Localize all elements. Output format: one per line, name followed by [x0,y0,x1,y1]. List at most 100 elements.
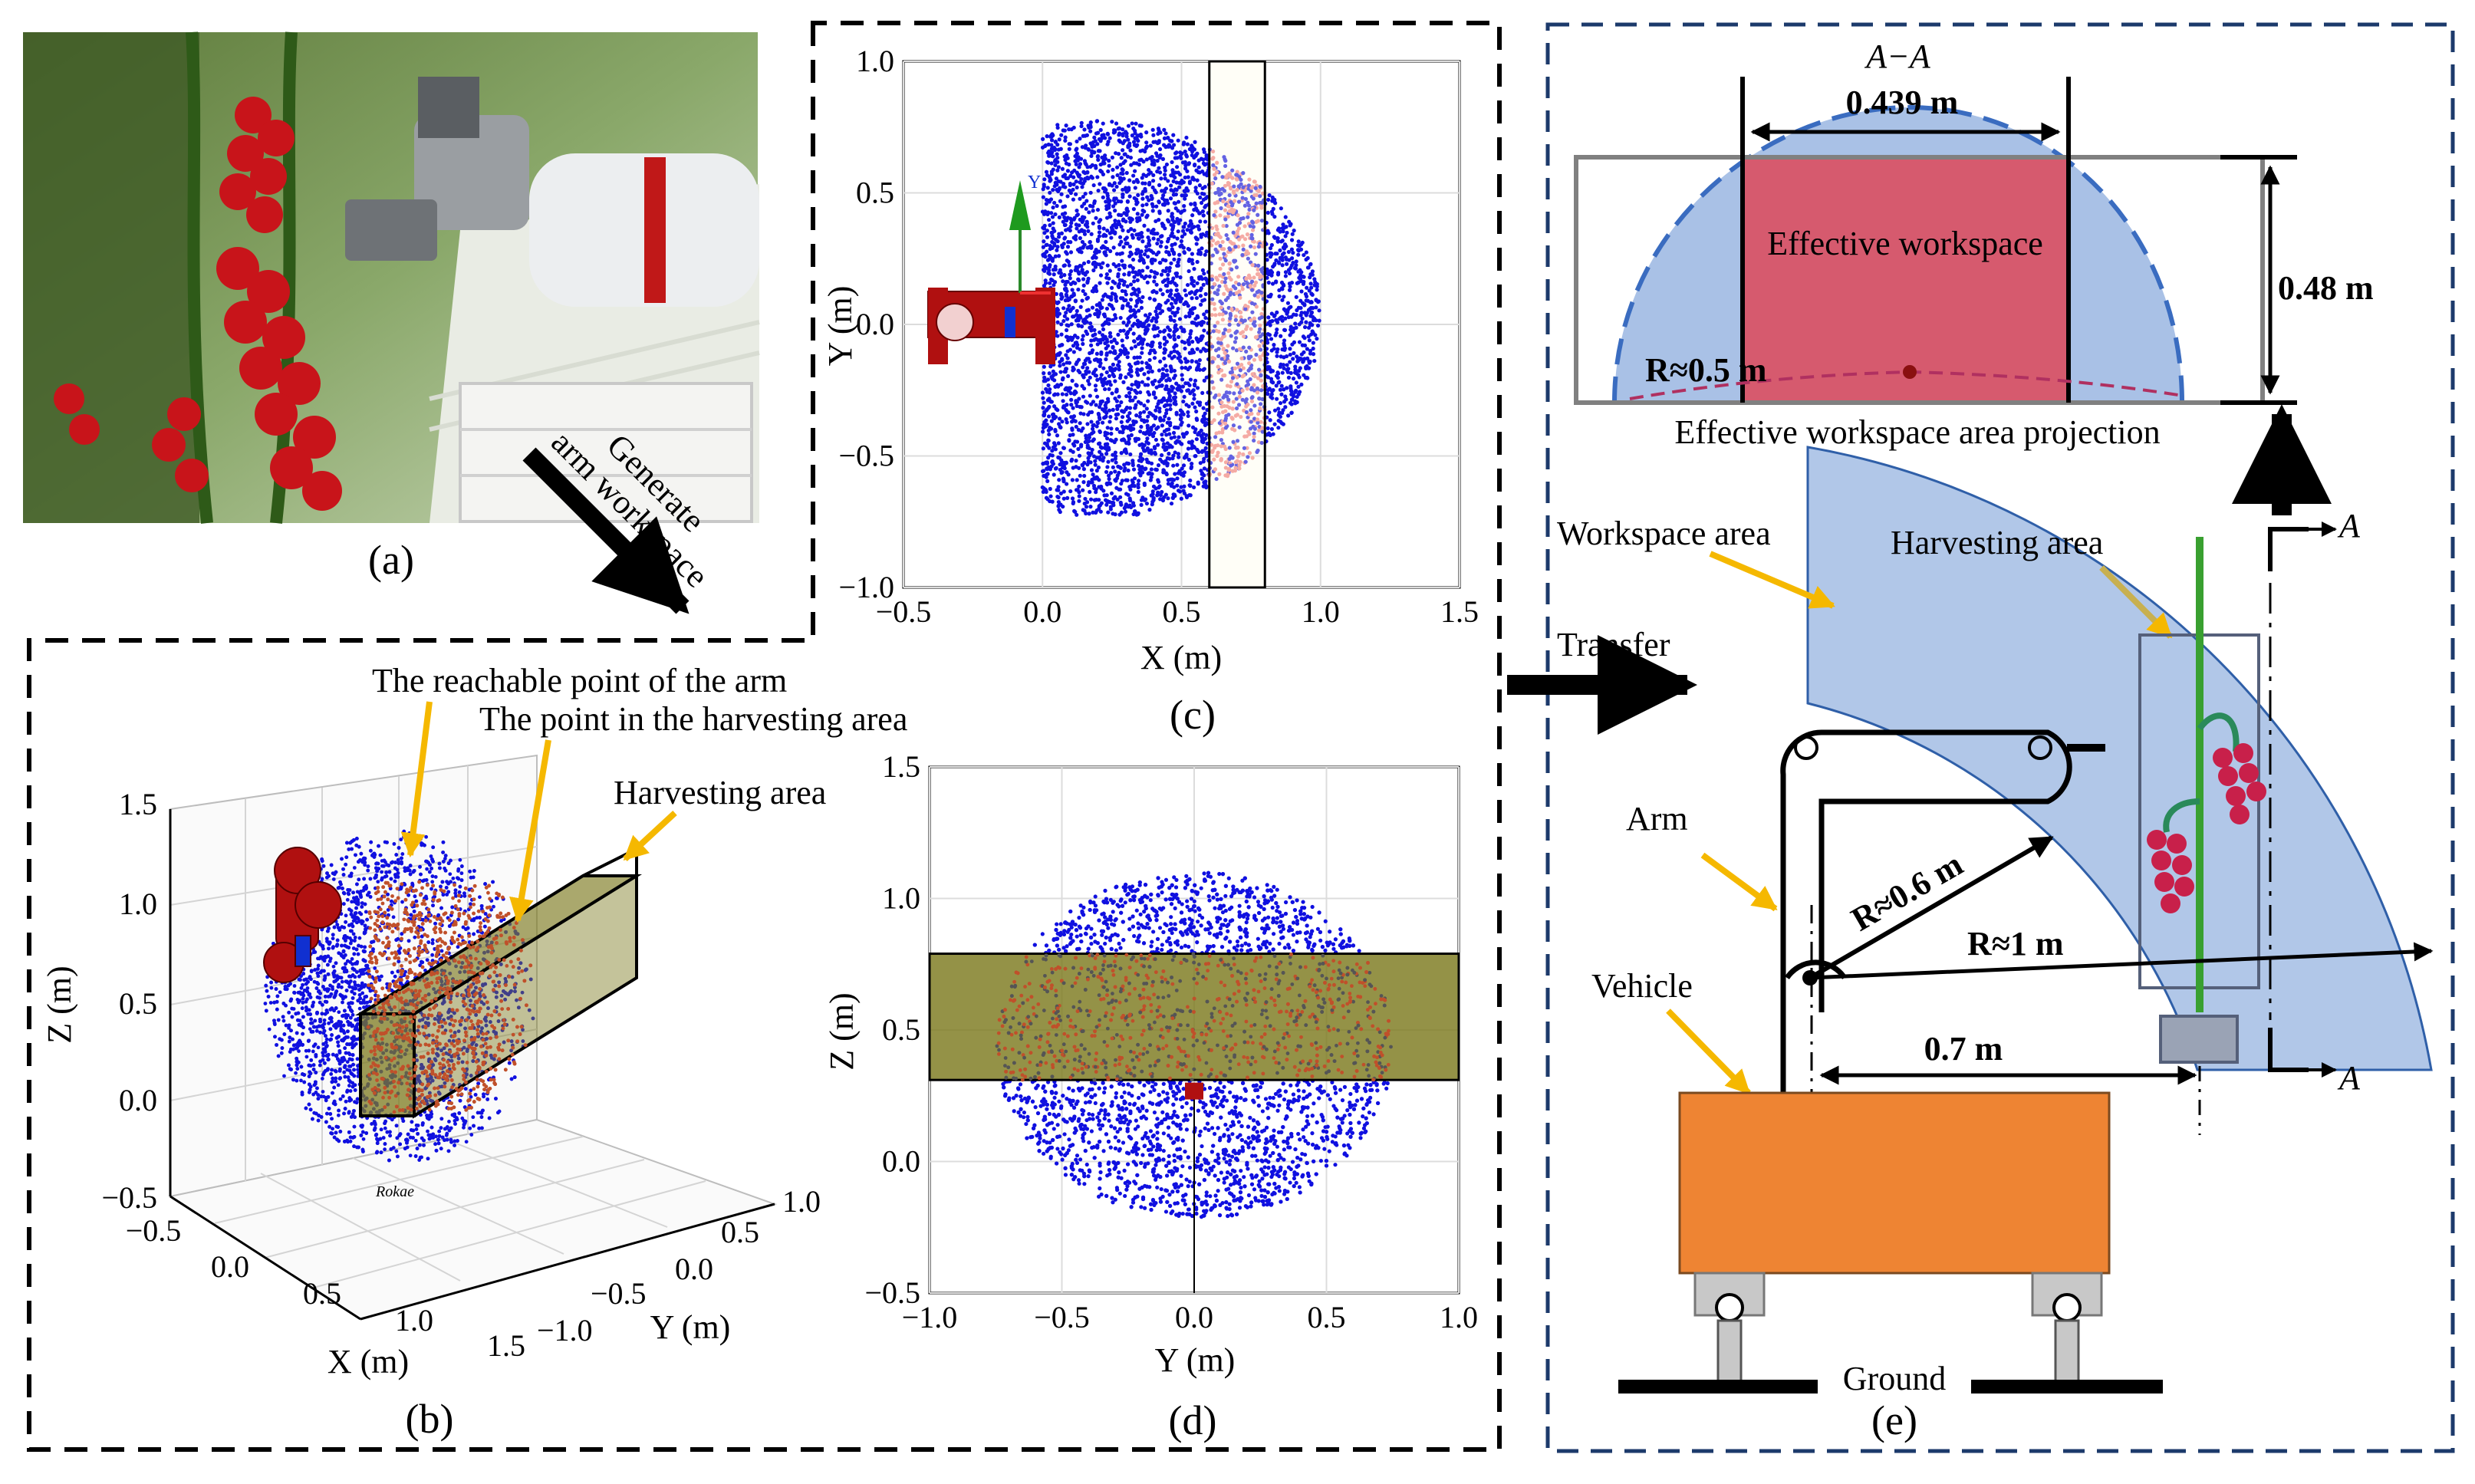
plot-c-point [1158,303,1163,308]
plot-c-point [1107,268,1112,273]
plot-c-point [1189,465,1194,469]
plot-c-point [1041,446,1045,451]
plot-c-point [1153,232,1157,236]
plot-c-point [1184,403,1189,407]
plot-c-point [1265,392,1270,397]
plot-c-point [1088,240,1092,245]
plot-c-point [1202,298,1207,302]
plot-c-point [1068,309,1072,314]
plot-c-point [1180,373,1184,377]
plot-c-point [1132,275,1137,279]
plot-c-point [1282,294,1286,299]
plot-c-point [1058,199,1063,203]
plot-c-point [1067,304,1071,308]
plot-c-point [1288,360,1292,364]
plot-c-point [1145,265,1150,270]
plot-c-point [1137,355,1142,360]
plot-c-point [1188,478,1193,483]
plot-c-point [1289,324,1293,329]
plot-c-y-tick: 0.0 [856,307,894,341]
plot-c-point [1044,495,1049,500]
plot-c-point [1173,206,1178,211]
plot-c-point [1111,188,1117,192]
plot-c-point [1138,429,1143,434]
plot-c-point [1065,360,1069,365]
plot-c-point [1182,394,1186,399]
plot-c-point [1308,281,1313,286]
plot-c-point [1053,140,1058,144]
plot-c-point [1111,373,1117,379]
plot-c-point [1098,330,1102,334]
plot-c-point [1071,314,1075,319]
plot-c-point [1059,192,1064,196]
plot-c-point [1304,313,1308,318]
plot-c-point [1075,268,1079,272]
plot-c-point [1055,168,1060,173]
plot-c-point [1088,393,1092,398]
plot-c-point [1068,183,1072,187]
generate-arrow [522,447,690,614]
plot-c-point [1093,462,1098,467]
plot-c-point [1094,351,1099,356]
plot-c-point [1106,169,1111,174]
plot-c-point [1092,327,1097,332]
plot-c-point [1076,287,1081,292]
plot-c-point [1124,335,1130,340]
plot-c-point [1068,489,1073,494]
plot-c-point [1085,165,1090,169]
plot-c-point [1139,424,1144,429]
plot-c-point [1085,445,1090,450]
plot-c-point [1171,463,1176,468]
plot-c-point [1265,387,1271,393]
plot-c-point [1154,408,1158,413]
plot-c-point [1117,133,1121,137]
plot-c-point [1301,359,1305,364]
plot-c-point [1053,212,1058,217]
plot-c-point [1281,229,1285,234]
plot-c-point [1058,370,1063,374]
plot-c-point [1109,235,1114,240]
plot-c-point [1053,415,1058,420]
plot-c-point [1061,174,1065,179]
plot-c-point [1280,239,1285,243]
plot-c-point [1287,288,1292,292]
plot-c-point [1265,210,1270,215]
plot-c-point [1177,435,1181,439]
plot-c-point [1133,128,1137,133]
plot-c-point [1057,508,1061,512]
plot-c-point [1114,413,1118,417]
plot-c-point [1103,407,1107,412]
plot-c-point [1163,145,1168,150]
plot-c-x-tick: 1.0 [1302,594,1340,629]
plot-c-point [1181,434,1186,439]
plot-c-point [1057,478,1061,482]
plot-c-point [1126,386,1131,390]
plot-c-point [1191,388,1196,393]
plot-c-point [1045,472,1050,476]
plot-c-point [1049,374,1054,380]
plot-c-point [1081,394,1086,399]
plot-c-point [1094,469,1099,473]
plot-c-point [1111,318,1115,322]
plot-c-point [1061,446,1067,450]
plot-c-point [1121,141,1125,146]
plot-c-point [1188,391,1193,396]
plot-c-point [1094,403,1098,407]
plot-c-point [1109,340,1114,344]
plot-c-point [1080,268,1084,274]
plot-c-point [1147,312,1152,317]
plot-c-point [1077,494,1081,499]
plot-c-point [1114,252,1120,256]
plot-c-point [1097,225,1102,230]
plot-c-point [1164,384,1169,389]
plot-c-point [1081,488,1085,492]
plot-c-point [1058,425,1063,429]
plot-c-point [1161,468,1166,472]
plot-c-point [1310,329,1315,334]
plot-c-point [1150,179,1156,183]
plot-c-point [1127,390,1132,395]
plot-c-point [1053,267,1058,271]
plot-c-point [1142,403,1147,408]
plot-c-point [1139,231,1144,235]
plot-c-point [1058,467,1062,472]
